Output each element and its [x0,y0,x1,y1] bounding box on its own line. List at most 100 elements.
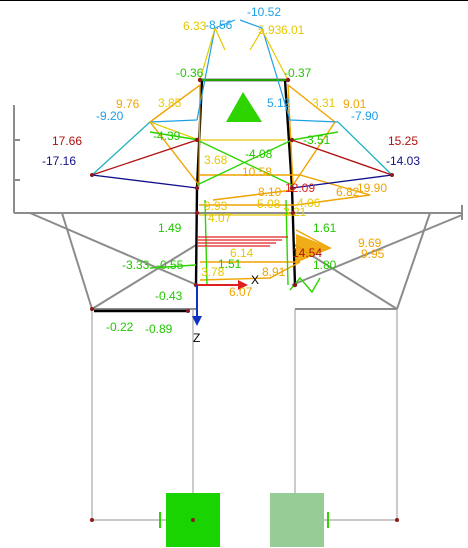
value-label: 9.95 [361,247,385,261]
left-diagonal-brace [29,212,198,286]
node [289,185,295,191]
green-right-col [285,199,289,286]
value-label: 6.33 [183,19,207,33]
value-label: 6.14 [230,246,254,260]
value-label: -14.03 [386,154,421,168]
yellow-top [199,26,226,81]
value-label: 8.91 [262,265,286,279]
orange-diagram [149,83,371,281]
z-axis-arrowhead [192,316,202,326]
right-diagonal-brace [291,214,463,286]
value-label: 9.76 [116,97,140,111]
value-label: 12.09 [285,181,316,195]
value-label: -4.08 [245,147,273,161]
right-outer-brace [396,212,431,310]
node [390,173,394,177]
node [90,173,94,177]
right-base-node [395,518,399,522]
node [285,77,291,83]
value-label: 5.93 [258,23,282,37]
orange-link [212,189,294,201]
node [194,185,200,191]
value-label: 1.51 [218,257,242,271]
top-border [0,0,468,1]
cyan-left-arm [149,119,198,123]
value-label: -0.43 [155,289,183,303]
z-axis-label: Z [193,331,201,345]
green-apex [226,92,262,122]
value-label: -8.56 [205,18,233,32]
value-label: 3.21 [283,205,307,219]
value-label: 6.01 [281,23,305,37]
value-label: -0.22 [106,320,134,334]
value-label: 6.82 [336,185,360,199]
value-label: -0.37 [284,66,312,80]
green-diag-2 [196,139,293,186]
orange-filled-lobe [296,234,332,262]
value-label: -17.16 [42,154,77,168]
value-label: 9.93 [204,199,228,213]
orange-lower [199,261,301,281]
value-label: -7.90 [351,109,379,123]
value-label: -4.39 [153,129,181,143]
yellow-top-right [249,28,289,81]
node [194,137,200,143]
thin-columns [91,309,398,521]
teal-left [91,121,151,176]
value-label: 1.49 [158,221,182,235]
node [292,282,298,288]
orange-right-wing [287,83,336,188]
value-label: -9.20 [96,109,124,123]
right-upper-column [283,79,294,189]
value-label: -10.52 [247,5,282,19]
x-axis-arrowhead [238,280,248,290]
node [194,210,200,216]
cyan-right-arm [289,119,339,123]
value-label: 3.78 [201,265,225,279]
value-label: 10.58 [242,165,273,179]
left-support-node [191,518,195,522]
yellow-side [149,121,200,141]
value-label: 5.08 [257,197,281,211]
nodes [90,77,394,313]
navy-right [291,174,393,189]
value-label: 8.10 [258,185,282,199]
value-label: 3.31 [312,96,336,110]
frame-structure [13,105,463,310]
node [90,307,94,311]
cyan-right [239,19,291,121]
yellow-diagram [149,26,296,216]
navy-left [91,174,198,189]
value-label: -3.33 [122,258,150,272]
right-lower-column [290,187,297,286]
left-outer-brace [61,212,93,310]
left-lower-column [194,187,199,286]
node [186,309,190,313]
value-label: 19.90 [357,181,388,195]
value-label: 9.01 [343,97,367,111]
left-lower-brace [91,244,197,310]
value-label: 5.12 [267,96,291,110]
node [289,137,295,143]
value-label: 15.25 [388,134,419,148]
node [290,210,296,216]
darkred-right [291,139,393,176]
teal-right [337,121,393,176]
value-label: 3.85 [158,96,182,110]
green-diagram [149,79,339,294]
value-label: -0.89 [145,322,173,336]
value-label: 3.68 [204,153,228,167]
value-label: 9.69 [358,236,382,250]
value-label: 14.54 [292,246,323,260]
value-label: 4.06 [297,196,321,210]
value-label: -0.55 [156,258,184,272]
value-label: 17.66 [52,134,83,148]
left-base-node [90,518,94,522]
extreme-wing [91,121,393,189]
green-right-tie [291,131,339,141]
node [197,77,203,83]
value-label: 1.80 [313,258,337,272]
red-load-hatch [198,236,288,247]
